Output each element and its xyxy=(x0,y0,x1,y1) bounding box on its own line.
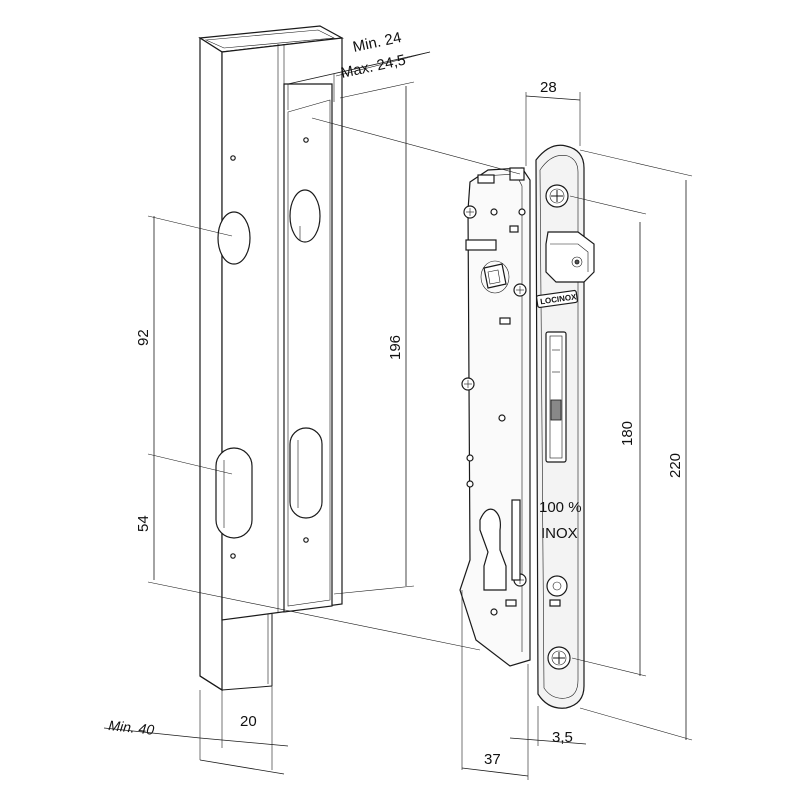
material-percent-label: 100 % xyxy=(539,499,582,516)
pocket-hole-upper xyxy=(289,189,321,243)
dim-min-24: Min. 24 xyxy=(351,29,403,56)
body-screw xyxy=(461,377,475,391)
dim-220: 220 xyxy=(667,453,684,478)
lower-button xyxy=(546,575,568,597)
dimension-lines xyxy=(103,51,693,780)
body-screw xyxy=(463,205,477,219)
material-label: INOX xyxy=(541,525,578,542)
dim-92: 92 xyxy=(135,329,152,346)
brand-tag: LOCINOX xyxy=(536,289,578,309)
dim-180: 180 xyxy=(619,421,636,446)
dim-min-40: Min. 40 xyxy=(108,717,156,738)
square-post xyxy=(198,25,344,692)
hook-bolt-slot xyxy=(545,331,567,463)
dim-196: 196 xyxy=(387,335,404,360)
follower-square xyxy=(480,260,510,294)
dim-28: 28 xyxy=(540,79,557,96)
dim-54: 54 xyxy=(135,515,152,532)
faceplate-screw-bottom xyxy=(547,646,571,670)
post-left-face xyxy=(199,36,223,692)
dim-3-5: 3,5 xyxy=(552,729,573,746)
body-screw xyxy=(513,283,527,297)
dim-37: 37 xyxy=(484,751,501,768)
cylinder-cutout xyxy=(479,499,521,591)
post-cutout-pocket xyxy=(283,83,333,613)
post-top-inner xyxy=(204,29,336,49)
pocket-hole-lower xyxy=(289,427,323,519)
post-screw-hole xyxy=(230,155,236,161)
post-screw-hole xyxy=(230,553,236,559)
dimension-labels: Min. 24 Max. 24,5 28 196 180 220 92 54 2… xyxy=(108,29,684,768)
mortise-lock: LOCINOX 100 % INOX xyxy=(459,144,595,709)
latch-bolt xyxy=(545,231,595,283)
dim-20: 20 xyxy=(240,713,257,730)
dim-max-24-5: Max. 24,5 xyxy=(339,52,407,82)
faceplate-screw-top xyxy=(545,184,569,208)
post-hole-lower xyxy=(215,447,253,539)
post-hole-upper xyxy=(217,211,251,265)
top-plate-slot xyxy=(465,239,497,251)
